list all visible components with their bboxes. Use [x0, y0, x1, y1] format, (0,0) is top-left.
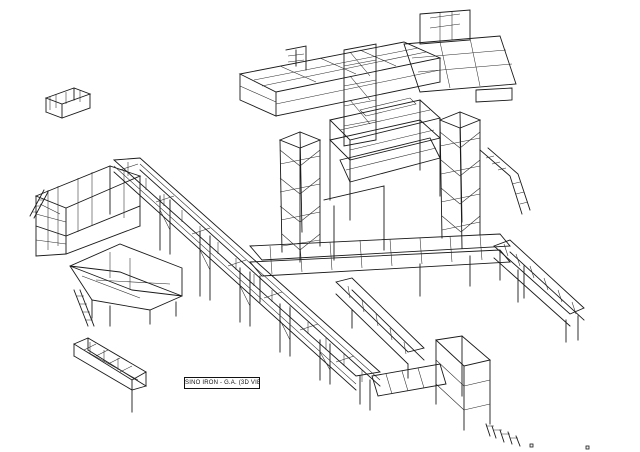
middle-conveyor [335, 277, 425, 379]
small-skid-assembly [44, 87, 92, 119]
lower-left-platform [69, 243, 183, 327]
transfer-tower [371, 335, 491, 431]
upper-roof-frame [238, 41, 442, 117]
top-right-structure [403, 9, 517, 103]
drawing-title-block: SINO IRON - G.A. (3D VIEW 2) [184, 377, 260, 389]
detached-conveyor-section [73, 337, 148, 413]
cross-conveyor [249, 233, 511, 303]
right-tower [438, 111, 531, 249]
left-tower [278, 131, 322, 263]
stair-pieces [485, 423, 590, 450]
left-building-module [29, 165, 142, 257]
central-plant-structure [323, 43, 441, 261]
right-conveyor [493, 239, 585, 343]
main-conveyor-gallery [112, 157, 382, 411]
